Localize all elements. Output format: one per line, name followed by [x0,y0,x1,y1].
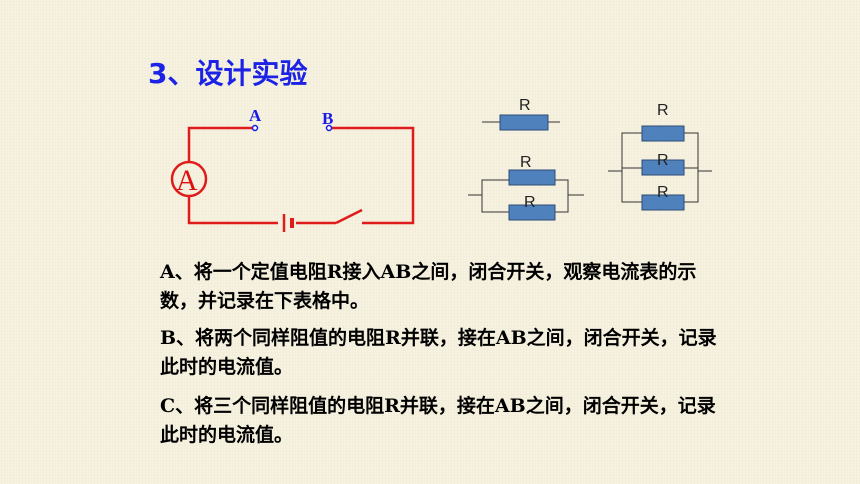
resistor-label: R [657,152,669,169]
ammeter-circle [170,160,208,198]
resistor-label: R [519,97,531,114]
wire-right [330,126,415,225]
resistor-3a [641,125,685,142]
resistor-3c [641,194,685,211]
circuit-diagram [170,126,415,232]
slide-title: 3、设计实验 [148,57,308,90]
ammeter-label: A [176,164,198,197]
resistor-label: R [657,184,669,201]
two-parallel-diagram: R R [468,154,584,221]
resistor-label: R [520,154,532,171]
wire-bottom-left [187,196,278,225]
terminal-b-label: B [322,109,333,128]
resistor-label: R [657,102,669,119]
resistor-3b [641,159,685,176]
wire-top-left [187,126,252,162]
step-c-text: C、将三个同样阻值的电阻R并联，接在AB之间，闭合开关，记录此时的电流值。 [160,395,716,446]
resistor-2a [508,169,556,186]
terminal-a-dot [251,124,259,132]
resistor-1 [499,114,549,131]
three-parallel-diagram: R R R [608,102,712,211]
switch-blade [335,208,363,225]
terminal-b-dot [325,124,333,132]
resistor-label: R [524,194,536,211]
step-a-text: A、将一个定值电阻R接入AB之间，闭合开关，观察电流表的示数，并记录在下表格中。 [160,261,697,312]
single-resistor-diagram: R [482,97,560,131]
step-b-text: B、将两个同样阻值的电阻R并联，接在AB之间，闭合开关，记录此时的电流值。 [160,327,717,378]
terminal-a-label: A [249,106,262,125]
resistor-2b [508,204,556,221]
